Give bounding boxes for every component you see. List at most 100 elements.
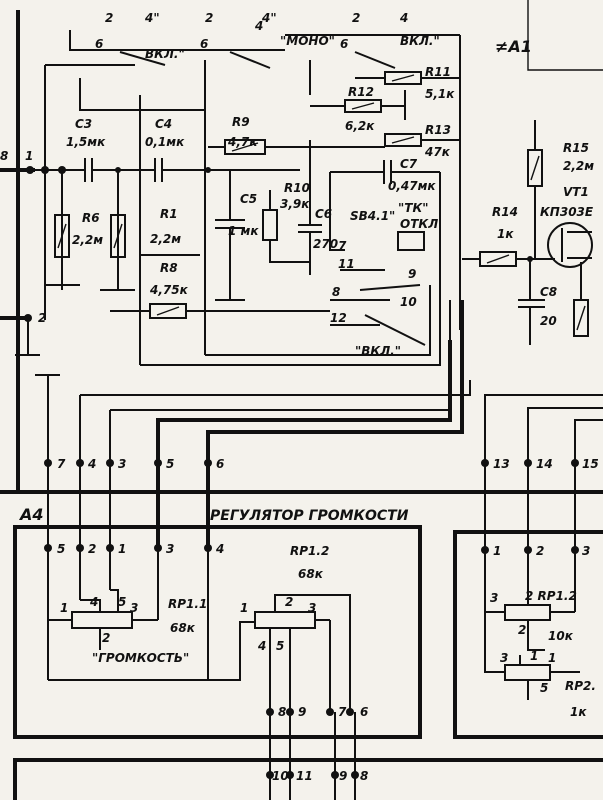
bus-wire-15 — [574, 419, 603, 460]
svg-text:1: 1 — [530, 649, 538, 663]
c3-ref: C3 — [75, 117, 92, 131]
switch-pos-2: 4" — [261, 11, 277, 25]
switch-vkl-1: ВКЛ." — [145, 47, 185, 61]
svg-text:2: 2 — [352, 11, 360, 25]
a4-block-right — [453, 530, 603, 739]
vt1-value: КП303Е — [540, 205, 594, 219]
r9-value: 4,7к — [227, 135, 258, 149]
block-a4-title: РЕГУЛЯТОР ГРОМКОСТИ — [210, 508, 409, 524]
vt1-body — [547, 222, 593, 268]
svg-text:14: 14 — [536, 457, 553, 471]
r6-value: 2,2м — [72, 233, 103, 247]
pot-pin-labels: 1 4 5 3 2 1 2 3 4 5 3 2 1 5 3 1 — [60, 591, 556, 695]
rp1-2-value: 68к — [298, 567, 324, 581]
svg-text:4: 4 — [257, 639, 266, 653]
svg-text:1: 1 — [25, 149, 33, 163]
svg-text:4: 4 — [215, 542, 224, 556]
rp2-2-value: 1к — [570, 705, 587, 719]
block-a4-label: A4 — [18, 505, 44, 524]
svg-text:15: 15 — [582, 457, 599, 471]
rp2-1-value: 10к — [548, 629, 574, 643]
svg-text:3: 3 — [500, 651, 508, 665]
svg-text:1: 1 — [118, 542, 126, 556]
rp1-2-ref: RP1.2 — [290, 544, 329, 558]
r6-ref: R6 — [82, 211, 100, 225]
svg-text:10: 10 — [400, 295, 417, 309]
switch-vkl-3: "ВКЛ." — [355, 344, 401, 358]
r6-slash — [57, 223, 67, 249]
r14-ref: R14 — [492, 205, 518, 219]
r13-slash — [391, 136, 415, 144]
switch-tk: "ТК" — [398, 201, 429, 215]
r12-slash — [351, 102, 375, 110]
svg-text:2: 2 — [205, 11, 213, 25]
r10-value: 3,9к — [280, 197, 310, 211]
bottom-pin-labels: 8 9 7 6 10 11 9 8 — [272, 705, 368, 783]
bus-lower-labels: 5 2 1 3 4 1 2 3 — [57, 542, 590, 558]
sw3-contact — [354, 51, 396, 69]
switch-mono: "МОНО" — [280, 34, 335, 48]
svg-text:7: 7 — [338, 705, 347, 719]
block-a1-label: ≠A1 — [495, 37, 532, 56]
r10-lead-bottom — [269, 240, 310, 263]
r15-ref: R15 — [563, 141, 589, 155]
svg-text:5: 5 — [540, 681, 548, 695]
a4-block-left — [13, 525, 422, 739]
c4-ref: C4 — [155, 117, 172, 131]
vt1-ref: VT1 — [563, 185, 589, 199]
r-mid-slash — [113, 223, 123, 249]
svg-text:11: 11 — [296, 769, 313, 783]
r14-slash — [486, 254, 510, 264]
svg-text:8: 8 — [360, 769, 368, 783]
r15-value: 2,2м — [563, 159, 594, 173]
r-mid-body — [110, 214, 126, 258]
svg-text:6: 6 — [360, 705, 368, 719]
bus-wires — [47, 463, 576, 550]
r13-ref: R13 — [425, 123, 451, 137]
sb4-lever-2 — [364, 314, 426, 346]
svg-text:2: 2 — [88, 542, 96, 556]
r9-slash — [231, 142, 259, 152]
svg-text:3: 3 — [166, 542, 174, 556]
svg-text:2: 2 — [518, 623, 526, 637]
svg-text:6: 6 — [340, 37, 348, 51]
a1-frame-corner — [527, 0, 603, 71]
svg-text:5: 5 — [276, 639, 284, 653]
c7-ref: C7 — [400, 157, 418, 171]
svg-text:2: 2 — [105, 11, 113, 25]
switch-sb41: SB4.1" — [350, 209, 395, 223]
bus-upper-labels: 7 4 3 5 6 13 14 15 — [57, 457, 599, 471]
svg-text:10: 10 — [272, 769, 289, 783]
switch-pos-3: 4 — [399, 11, 408, 25]
c8-ref: C8 — [540, 285, 557, 299]
c3-value: 1,5мк — [66, 135, 106, 149]
c5-ref: C5 — [240, 192, 257, 206]
switch-otkl: ОТКЛ — [400, 217, 438, 231]
svg-text:3: 3 — [308, 601, 316, 615]
svg-text:7: 7 — [338, 239, 347, 253]
thick-feed-5 — [156, 340, 452, 460]
svg-text:4: 4 — [89, 595, 98, 609]
feed-line-1 — [140, 172, 441, 366]
rp2-1-ref: 2 RP1.2 — [525, 589, 577, 603]
r6-body — [54, 214, 70, 258]
r13-value: 47к — [424, 145, 451, 159]
r12-ref: R12 — [348, 85, 374, 99]
c4-value: 0,1мк — [145, 135, 185, 149]
svg-text:4: 4 — [254, 19, 263, 33]
c8-value: 20 — [540, 314, 557, 328]
svg-text:8: 8 — [332, 285, 340, 299]
switch-pos-1: 4" — [144, 11, 160, 25]
switch-bar-top — [69, 30, 285, 51]
top-pin-labels: 2 2 6 6 6 2 4 1 8 2 11 8 7 12 9 10 — [0, 11, 417, 325]
svg-text:5: 5 — [57, 542, 65, 556]
input-node — [26, 166, 34, 174]
r9-ref: R9 — [232, 115, 250, 129]
svg-text:3: 3 — [490, 591, 498, 605]
svg-text:1: 1 — [548, 651, 556, 665]
r12-value: 6,2к — [345, 119, 375, 133]
rp1-1-pot — [47, 548, 255, 681]
sw2-contact — [229, 51, 271, 69]
r15-slash — [530, 155, 540, 181]
svg-text:4: 4 — [87, 457, 96, 471]
